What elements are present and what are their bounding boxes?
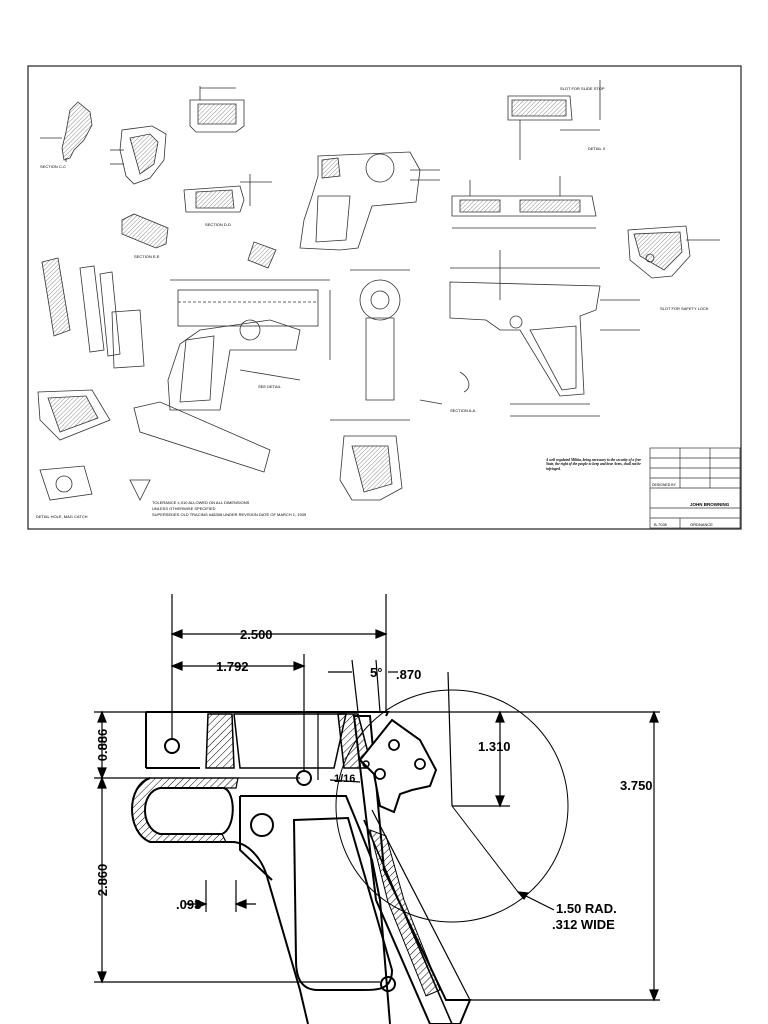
radius-line bbox=[451, 805, 519, 893]
tolerance-note-2: UNLESS OTHERWISE SPECIFIED bbox=[152, 506, 216, 511]
quote-text: A well regulated Militia, being necessar… bbox=[546, 458, 642, 471]
trigger-guard-hatched bbox=[131, 777, 239, 843]
hatched-block-left bbox=[205, 713, 235, 769]
bottom-detail: 2.500 1.792 5° .870 1.310 1/16 3.750 .09… bbox=[94, 594, 660, 1024]
section-ee-sketch bbox=[121, 213, 169, 249]
part-number: B-7035 bbox=[654, 522, 668, 527]
tolerance-note-1: TOLERANCE ±.010 ALLOWED ON ALL DIMENSION… bbox=[152, 500, 250, 505]
designed-by-label: DESIGNED BY bbox=[652, 483, 677, 487]
right-frame-sketch bbox=[449, 250, 640, 417]
dim-1792: 1.792 bbox=[216, 659, 249, 674]
dimension-lines bbox=[97, 629, 659, 1002]
quote-block: A well regulated Militia, being necessar… bbox=[546, 458, 642, 471]
side-parts-left bbox=[37, 257, 271, 501]
frame-upper-sketch bbox=[299, 151, 440, 251]
safety-slot-detail-sketch bbox=[627, 225, 720, 279]
front-strap-line bbox=[239, 796, 273, 881]
dim-2500: 2.500 bbox=[240, 627, 273, 642]
frame-hole-bottom bbox=[380, 976, 396, 992]
frame-hole-mid bbox=[250, 813, 274, 837]
rear-strap-line-2 bbox=[371, 809, 471, 1001]
trigger-guard bbox=[131, 777, 309, 1024]
org-label: ORDNANCE bbox=[690, 522, 713, 527]
long-section-sketch bbox=[451, 176, 597, 229]
hatched-block-upper bbox=[233, 713, 347, 769]
plate-hole-1 bbox=[388, 739, 400, 751]
section-ee-label: SECTION E-E bbox=[134, 254, 160, 259]
section-cc-label: SECTION C-C bbox=[40, 164, 66, 169]
dim-114: 1/16 bbox=[334, 773, 355, 785]
plate-hole-4 bbox=[362, 760, 370, 768]
section-round-sketch bbox=[350, 269, 470, 405]
detail-top-sketch bbox=[189, 86, 245, 133]
cross-section-sketch bbox=[330, 419, 410, 501]
designer-name: JOHN BROWNING bbox=[690, 502, 730, 507]
dim-870: .870 bbox=[396, 667, 421, 682]
safety-slot-label: SLOT FOR SAFETY LOCK bbox=[660, 306, 709, 311]
dim-1310: 1.310 bbox=[478, 739, 511, 754]
rear-strap-line bbox=[363, 819, 453, 1024]
main-frame-sketch bbox=[167, 241, 331, 411]
radius-circle bbox=[335, 689, 569, 923]
slide-stop-slot-sketch bbox=[507, 80, 601, 160]
top-blueprint: SECTION C-C SECTION D-D SECTION E-E bbox=[27, 65, 742, 530]
plate-hole-3 bbox=[374, 768, 386, 780]
dim-093: .093 bbox=[176, 897, 201, 912]
mag-catch-detail-label: DETAIL HOLE, MAG CATCH bbox=[36, 514, 88, 519]
section-cc-sketch bbox=[40, 101, 93, 162]
dim-wide: .312 WIDE bbox=[552, 917, 615, 932]
slide-stop-slot-label: SLOT FOR SLIDE STOP bbox=[560, 86, 605, 91]
sear-plate bbox=[358, 718, 438, 814]
dim-2860: 2.860 bbox=[95, 864, 110, 897]
section-dd-label: SECTION D-D bbox=[205, 222, 231, 227]
front-strap bbox=[240, 795, 391, 1024]
grip-panel bbox=[292, 816, 394, 991]
detail-x-label: DETAIL X bbox=[588, 146, 606, 151]
section-aa-label: SECTION A-A bbox=[450, 408, 476, 413]
tolerance-note-3: SUPERSEDES OLD TRACING #48308 UNDER REVI… bbox=[152, 512, 307, 517]
frame-hole-left bbox=[164, 738, 180, 754]
plate-hole-2 bbox=[414, 758, 426, 770]
title-block bbox=[649, 447, 741, 529]
trigger-guard-inner bbox=[144, 787, 234, 835]
section-dd-sketch bbox=[183, 174, 272, 213]
dim-5deg: 5° bbox=[370, 665, 382, 680]
safety-lock-sketch bbox=[110, 125, 167, 185]
dim-0886: 0.886 bbox=[95, 729, 110, 762]
see-detail-label: SEE DETAIL bbox=[258, 384, 282, 389]
extension-lines bbox=[94, 594, 660, 1001]
dim-rad: 1.50 RAD. bbox=[556, 901, 617, 916]
dim-3750: 3.750 bbox=[620, 778, 653, 793]
